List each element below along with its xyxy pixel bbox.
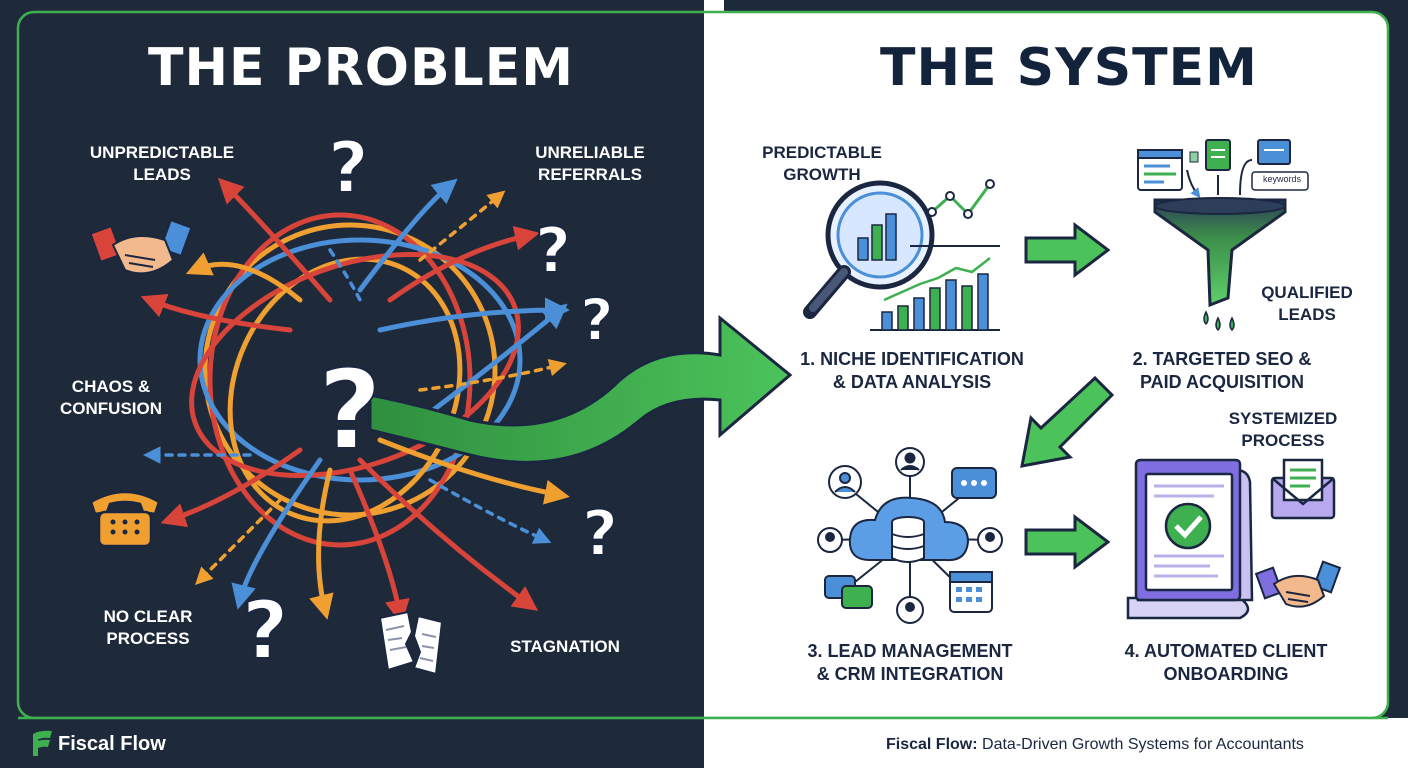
label-line: CONFUSION xyxy=(60,399,162,418)
handshake-icon xyxy=(89,218,193,275)
step-line: 3. LEAD MANAGEMENT xyxy=(807,641,1013,661)
label-line: LEADS xyxy=(1278,305,1336,324)
callout-systemized-process: SYSTEMIZED PROCESS xyxy=(1218,408,1348,452)
label-line: QUALIFIED xyxy=(1261,283,1353,302)
callout-predictable-growth: PREDICTABLE GROWTH xyxy=(752,142,892,186)
question-mark-icon: ? xyxy=(242,584,288,677)
label-stagnation: STAGNATION xyxy=(510,637,620,656)
problem-title: THE PROBLEM xyxy=(148,38,575,98)
label-line: NO CLEAR xyxy=(103,607,193,626)
label-line: UNPREDICTABLE xyxy=(89,143,235,162)
step-line: 4. AUTOMATED CLIENT xyxy=(1124,641,1328,661)
arrow-down-left xyxy=(1020,375,1115,468)
keywords-tag: keywords xyxy=(1262,174,1301,184)
torn-document-icon xyxy=(378,610,444,676)
label-line: PREDICTABLE xyxy=(762,143,882,162)
step-line: PAID ACQUISITION xyxy=(1139,372,1304,392)
footer-light-strip xyxy=(704,718,1408,768)
footer-tagline-text: Data-Driven Growth Systems for Accountan… xyxy=(977,736,1304,753)
label-line: GROWTH xyxy=(783,165,861,184)
step-1-label: 1. NICHE IDENTIFICATION & DATA ANALYSIS xyxy=(782,348,1042,394)
question-mark-icon: ? xyxy=(582,497,618,570)
crm-network-icon xyxy=(817,447,1003,624)
step-line: ONBOARDING xyxy=(1163,664,1289,684)
footer-dark-strip xyxy=(0,718,704,768)
footer-tagline-brand: Fiscal Flow: xyxy=(886,736,978,753)
label-line: LEADS xyxy=(133,165,191,184)
step-3-label: 3. LEAD MANAGEMENT & CRM INTEGRATION xyxy=(790,640,1030,686)
arrow-right-2 xyxy=(1024,513,1111,571)
funnel-icon xyxy=(1137,139,1309,332)
arrow-right-1 xyxy=(1024,221,1111,279)
step-line: & DATA ANALYSIS xyxy=(832,372,992,392)
footer-brand: Fiscal Flow xyxy=(58,733,166,755)
label-line: UNRELIABLE xyxy=(535,143,645,162)
transition-arrow xyxy=(368,314,793,464)
dashed-arrows xyxy=(143,190,567,585)
step-line: 2. TARGETED SEO & xyxy=(1132,349,1312,369)
label-line: PROCESS xyxy=(106,629,190,648)
broken-phone-icon xyxy=(89,490,161,548)
step-4-label: 4. AUTOMATED CLIENT ONBOARDING xyxy=(1106,640,1346,686)
growth-chart-icon xyxy=(870,179,1000,331)
label-unpredictable-leads: UNPREDICTABLE LEADS xyxy=(82,142,242,186)
question-mark-icon: ? xyxy=(318,346,382,474)
onboarding-document-icon xyxy=(1126,458,1336,620)
label-unreliable-referrals: UNRELIABLE REFERRALS xyxy=(520,142,660,186)
label-no-clear-process: NO CLEAR PROCESS xyxy=(88,606,208,650)
magnifier-chart-icon xyxy=(803,180,935,319)
label-line: PROCESS xyxy=(1241,431,1325,450)
question-mark-icon: ? xyxy=(328,127,369,209)
label-chaos-confusion: CHAOS & CONFUSION xyxy=(46,376,176,420)
step-2-label: 2. TARGETED SEO & PAID ACQUISITION xyxy=(1112,348,1332,394)
footer-tagline: Fiscal Flow: Data-Driven Growth Systems … xyxy=(886,736,1378,754)
system-title: THE SYSTEM xyxy=(880,38,1258,98)
callout-qualified-leads: QUALIFIED LEADS xyxy=(1252,282,1362,326)
fiscal-flow-logo-icon xyxy=(33,730,52,756)
label-line: CHAOS & xyxy=(71,377,151,396)
question-mark-icon: ? xyxy=(535,214,571,287)
label-line: SYSTEMIZED xyxy=(1228,409,1338,428)
step-line: 1. NICHE IDENTIFICATION xyxy=(800,349,1024,369)
question-mark-icon: ? xyxy=(580,286,614,354)
label-line: REFERRALS xyxy=(538,165,642,184)
step-line: & CRM INTEGRATION xyxy=(816,664,1004,684)
client-handshake-icon xyxy=(1254,560,1342,608)
chaos-arrows xyxy=(140,177,570,625)
